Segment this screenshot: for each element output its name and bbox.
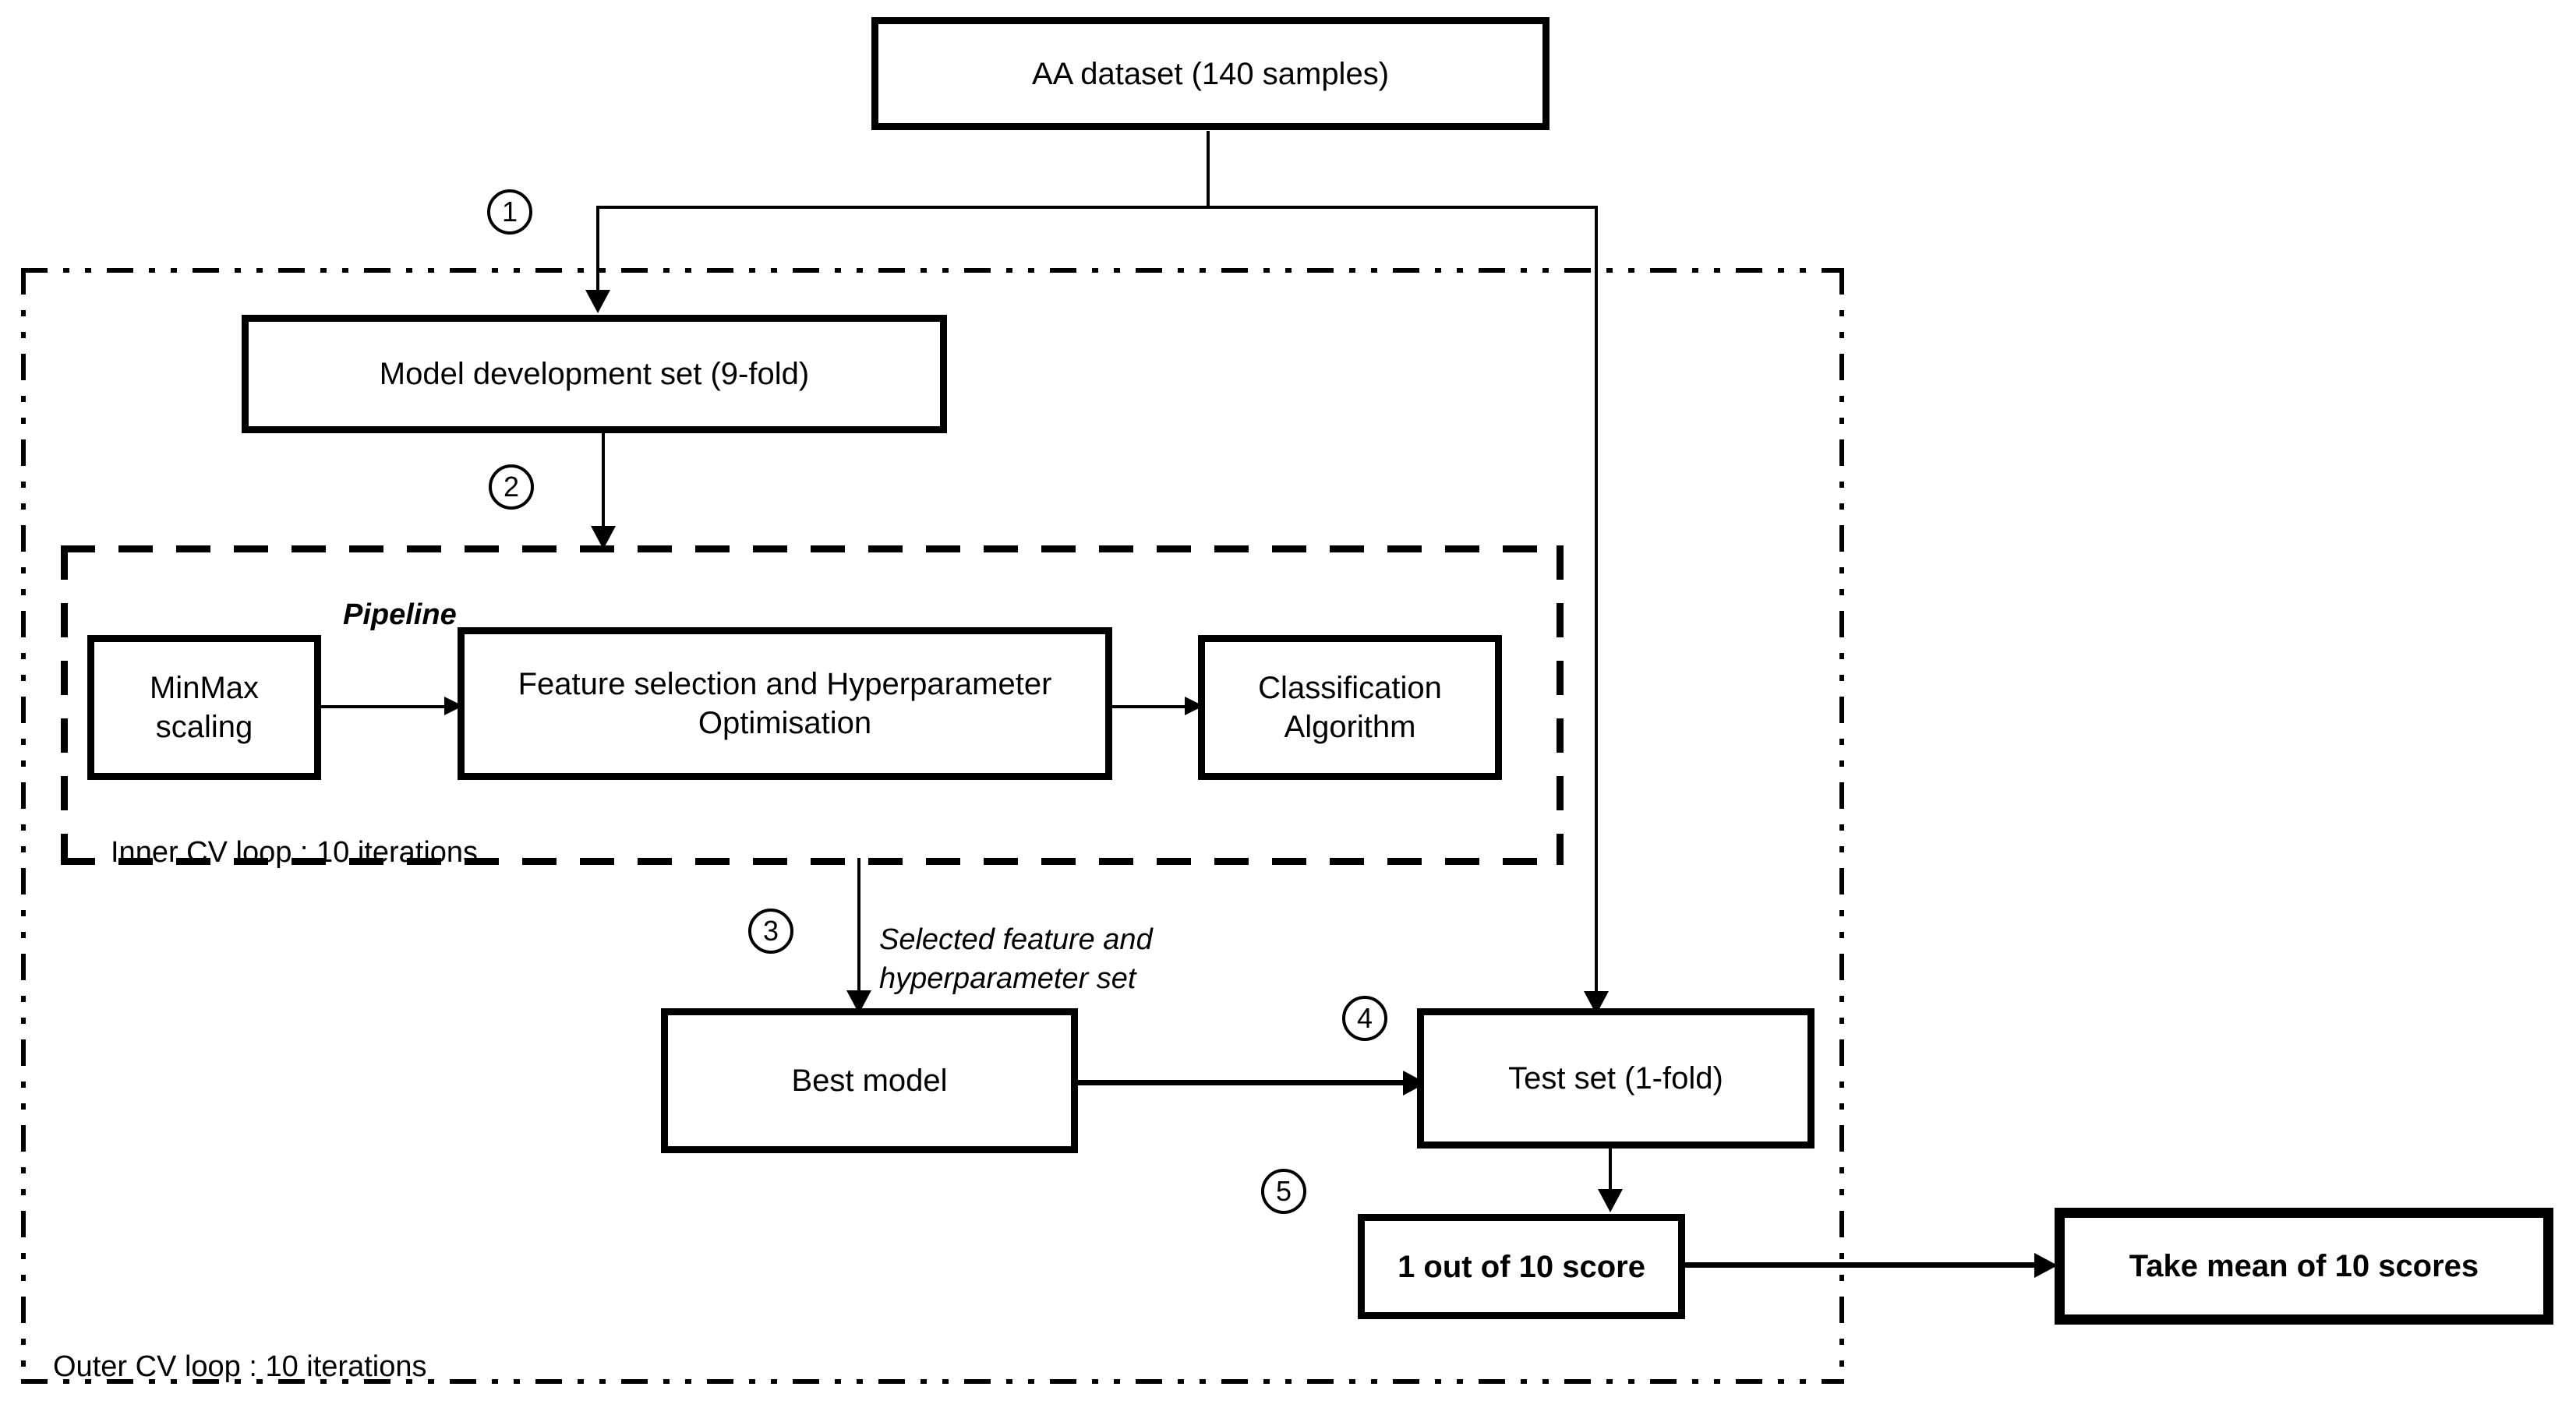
connector-split-bar — [596, 206, 1598, 209]
connector-pipeline-to-best-model — [857, 858, 860, 1006]
step-marker-4-number: 4 — [1356, 1002, 1373, 1034]
box-best-model-label: Best model — [791, 1064, 948, 1098]
step-marker-5: 5 — [1261, 1169, 1306, 1214]
inner-loop-border-bottom — [61, 858, 1564, 865]
step-marker-3: 3 — [748, 909, 793, 954]
box-best-model[interactable]: Best model — [661, 1008, 1078, 1153]
step-marker-2-number: 2 — [503, 471, 520, 503]
connector-feature-to-classifier — [1112, 705, 1198, 708]
pipeline-label-text: Pipeline — [343, 598, 457, 631]
outer-loop-label-text: Outer CV loop : 10 iterations — [53, 1350, 427, 1383]
arrowhead-to-pipeline — [591, 526, 616, 549]
inner-loop-border-left — [61, 545, 68, 865]
inner-loop-border-right — [1557, 545, 1564, 865]
box-model-development-set-label: Model development set (9-fold) — [379, 357, 810, 391]
step-marker-1: 1 — [487, 189, 532, 235]
box-dataset-label: AA dataset (140 samples) — [1031, 56, 1390, 91]
connector-dev-set-to-pipeline — [602, 432, 605, 534]
arrowhead-to-dev-set — [585, 290, 610, 313]
connector-minmax-to-feature — [321, 705, 450, 708]
box-feature-selection-label: Feature selection and Hyperparameter Opt… — [518, 667, 1052, 740]
inner-loop-label: Inner CV loop : 10 iterations — [111, 803, 478, 870]
outer-loop-border-left — [21, 268, 26, 1384]
box-test-set[interactable]: Test set (1-fold) — [1417, 1008, 1815, 1149]
selected-feature-label-text: Selected feature and hyperparameter set — [879, 923, 1153, 995]
outer-loop-border-right — [1839, 268, 1844, 1384]
box-feature-selection[interactable]: Feature selection and Hyperparameter Opt… — [458, 627, 1112, 780]
connector-best-model-to-test-set — [1076, 1080, 1419, 1085]
box-dataset[interactable]: AA dataset (140 samples) — [871, 17, 1549, 130]
box-classification-algorithm[interactable]: Classification Algorithm — [1198, 635, 1502, 780]
connector-to-test-set — [1595, 206, 1598, 1007]
box-minmax-scaling[interactable]: MinMax scaling — [87, 635, 321, 780]
connector-test-set-to-score — [1609, 1145, 1612, 1200]
pipeline-label: Pipeline — [343, 565, 457, 632]
arrowhead-to-take-mean — [2034, 1253, 2058, 1278]
connector-to-dev-set — [596, 206, 599, 291]
inner-loop-border-top — [61, 545, 1564, 552]
outer-loop-border-bottom — [21, 1379, 1844, 1384]
connector-score-to-mean — [1685, 1262, 2051, 1268]
step-marker-5-number: 5 — [1275, 1175, 1292, 1207]
box-minmax-scaling-label: MinMax scaling — [149, 671, 260, 744]
box-one-out-of-ten-score-label: 1 out of 10 score — [1398, 1249, 1645, 1284]
box-classification-algorithm-label: Classification Algorithm — [1258, 671, 1442, 744]
box-take-mean-of-scores-label: Take mean of 10 scores — [2129, 1249, 2479, 1283]
arrowhead-to-score — [1598, 1189, 1623, 1212]
selected-feature-label: Selected feature and hyperparameter set — [879, 883, 1153, 998]
box-model-development-set[interactable]: Model development set (9-fold) — [242, 315, 947, 433]
step-marker-4: 4 — [1342, 996, 1387, 1041]
connector-dataset-stem — [1207, 131, 1210, 208]
outer-loop-border-top — [21, 268, 1844, 273]
box-one-out-of-ten-score[interactable]: 1 out of 10 score — [1358, 1214, 1685, 1319]
step-marker-2: 2 — [489, 464, 534, 510]
step-marker-1-number: 1 — [501, 196, 518, 228]
inner-loop-label-text: Inner CV loop : 10 iterations — [111, 836, 479, 869]
box-test-set-label: Test set (1-fold) — [1508, 1061, 1723, 1096]
box-take-mean-of-scores[interactable]: Take mean of 10 scores — [2055, 1208, 2553, 1325]
step-marker-3-number: 3 — [762, 915, 779, 947]
outer-loop-label: Outer CV loop : 10 iterations — [53, 1317, 426, 1384]
